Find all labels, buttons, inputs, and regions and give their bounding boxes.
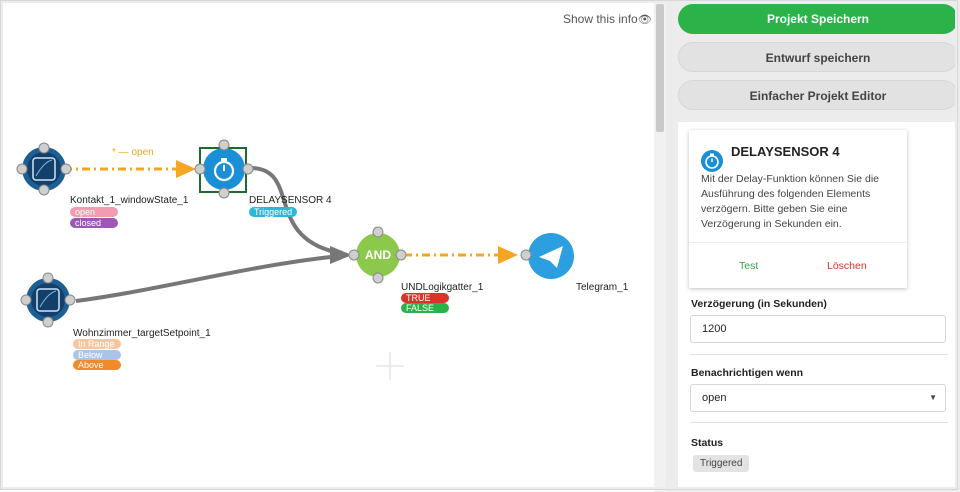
node-info-card: DELAYSENSOR 4 Mit der Delay-Funktion kön… xyxy=(689,130,907,288)
tag-kontakt-open: open xyxy=(70,207,118,217)
node-info-title: DELAYSENSOR 4 xyxy=(731,144,840,159)
tag-wohnzimmer-above: Above xyxy=(73,360,121,370)
status-label: Status xyxy=(691,437,724,449)
wohnzimmer-label: Wohnzimmer_targetSetpoint_1 xyxy=(73,328,211,339)
test-button[interactable]: Test xyxy=(739,260,759,272)
simple-editor-button[interactable]: Einfacher Projekt Editor xyxy=(678,80,958,110)
tag-and-false: FALSE xyxy=(401,303,449,313)
delay-label: DELAYSENSOR 4 xyxy=(249,195,332,206)
node-settings: DELAYSENSOR 4 Mit der Delay-Funktion kön… xyxy=(678,122,958,490)
status-badge: Triggered xyxy=(693,455,750,472)
flow-graph xyxy=(16,139,574,380)
tag-wohnzimmer-in-range: In Range xyxy=(73,339,121,349)
node-and-text: AND xyxy=(365,248,391,262)
tag-kontakt-closed: closed xyxy=(70,218,118,228)
divider xyxy=(690,422,948,423)
caret-down-icon: ▼ xyxy=(929,393,937,402)
tag-and-true: TRUE xyxy=(401,293,449,303)
telegram-label: Telegram_1 xyxy=(576,282,629,293)
notify-select[interactable]: open ▼ xyxy=(690,384,946,412)
arrowhead-to-and xyxy=(330,246,352,264)
node-kontakt[interactable] xyxy=(16,142,72,196)
and-label: UNDLogikgatter_1 xyxy=(401,282,484,293)
node-telegram[interactable] xyxy=(520,233,574,279)
properties-panel: Projekt Speichern Entwurf speichern Einf… xyxy=(666,0,960,492)
show-info-toggle[interactable]: Show this info👁 xyxy=(563,12,652,26)
node-info-description: Mit der Delay-Funktion können Sie die Au… xyxy=(701,173,880,230)
node-and[interactable] xyxy=(348,226,407,284)
delete-button[interactable]: Löschen xyxy=(827,260,867,272)
edge-wohnzimmer-and xyxy=(75,254,341,303)
notify-field-label: Benachrichtigen wenn xyxy=(691,367,804,379)
divider xyxy=(690,354,948,355)
save-draft-button[interactable]: Entwurf speichern xyxy=(678,42,958,72)
notify-select-value: open xyxy=(702,392,727,404)
stopwatch-icon xyxy=(701,150,723,172)
arrowhead-and-telegram xyxy=(498,246,518,264)
kontakt-label: Kontakt_1_windowState_1 xyxy=(70,195,189,206)
card-divider xyxy=(689,242,907,243)
arrowhead-kontakt-delay xyxy=(176,160,196,178)
save-project-button[interactable]: Projekt Speichern xyxy=(678,4,958,34)
delay-seconds-input[interactable]: 1200 xyxy=(690,315,946,343)
edge-label: * — open xyxy=(112,147,154,158)
node-wohnzimmer[interactable] xyxy=(20,272,76,328)
canvas-scrollbar[interactable] xyxy=(654,0,666,492)
delay-field-label: Verzögerung (in Sekunden) xyxy=(691,298,827,310)
canvas-crosshair xyxy=(376,352,404,380)
scrollbar-thumb[interactable] xyxy=(656,4,664,132)
show-info-label: Show this info xyxy=(563,12,638,26)
node-delay[interactable] xyxy=(194,139,254,199)
tag-wohnzimmer-below: Below xyxy=(73,350,121,360)
tag-delay-triggered: Triggered xyxy=(249,207,297,217)
eye-icon: 👁 xyxy=(637,14,652,26)
edge-delay-and xyxy=(251,166,336,254)
flow-canvas[interactable]: Show this info👁 xyxy=(0,0,654,492)
